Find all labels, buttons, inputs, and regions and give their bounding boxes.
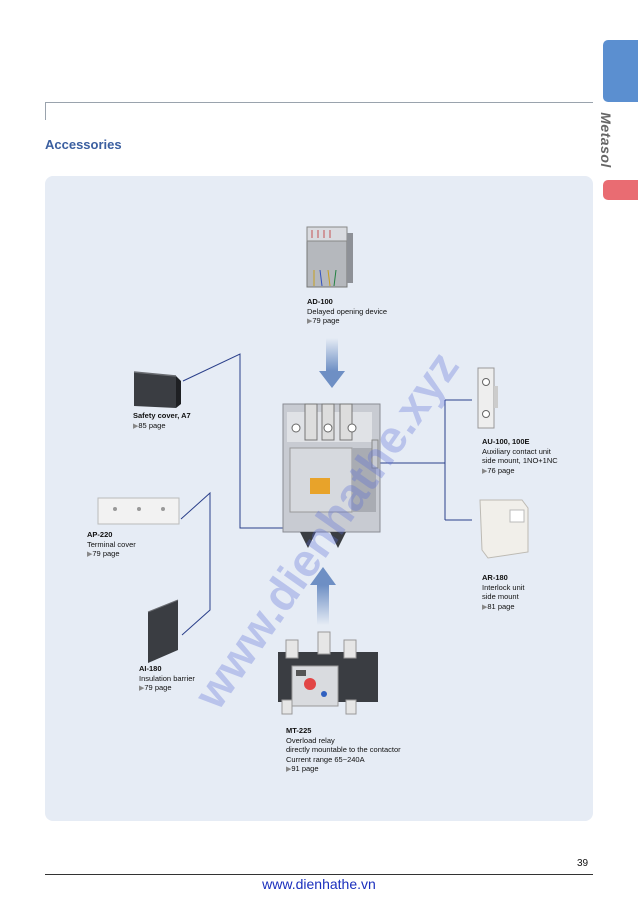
contactor-image (282, 403, 381, 548)
header-tick (45, 102, 46, 120)
ad100-image (306, 226, 353, 288)
page-title: Accessories (45, 137, 122, 152)
a7-page-link[interactable]: 85 page (138, 420, 166, 430)
mt225-image (278, 631, 378, 715)
au100-page-link[interactable]: 76 page (487, 465, 515, 475)
mt225-label: MT-225 Overload relay directly mountable… (286, 726, 401, 773)
ai180-name: AI-180 (139, 664, 162, 673)
ap220-image (97, 497, 180, 525)
a7-name: Safety cover, A7 (133, 411, 191, 420)
a7-label: Safety cover, A7 ▶85 page (133, 411, 191, 430)
mt225-desc-2: directly mountable to the contactor (286, 745, 401, 754)
mt225-desc-3: Current range 65~240A (286, 754, 365, 764)
ai180-image (147, 599, 179, 663)
page-number: 39 (577, 858, 589, 869)
au100-desc-1: Auxiliary contact unit (482, 446, 551, 456)
side-tab-red (603, 180, 638, 200)
footer-url-link[interactable]: www.dienhathe.vn (262, 876, 376, 892)
ad100-page-link[interactable]: 79 page (312, 316, 340, 325)
ai180-label: AI-180 Insulation barrier ▶79 page (139, 664, 195, 692)
au100-label: AU-100, 100E Auxiliary contact unit side… (482, 437, 558, 475)
ar180-label: AR-180 Interlock unit side mount ▶81 pag… (482, 573, 525, 611)
ap220-page-link[interactable]: 79 page (92, 549, 120, 558)
ap220-name: AP-220 (87, 530, 113, 539)
connector-lines (180, 353, 472, 636)
arrow-down-icon (319, 338, 345, 388)
ar180-page-link[interactable]: 81 page (487, 601, 515, 611)
au100-name: AU-100, 100E (482, 437, 530, 446)
ar180-image (479, 499, 529, 559)
ad100-label: AD-100 Delayed opening device ▶79 page (307, 297, 388, 325)
mt225-name: MT-225 (286, 726, 312, 735)
ap220-label: AP-220 Terminal cover ▶79 page (87, 530, 136, 558)
au100-image (477, 367, 498, 429)
ar180-name: AR-180 (482, 573, 508, 582)
au100-desc-2: side mount, 1NO+1NC (482, 456, 558, 465)
ai180-page-link[interactable]: 79 page (144, 683, 172, 692)
ar180-desc-2: side mount (482, 592, 519, 601)
header-rule (45, 102, 593, 103)
ai180-desc: Insulation barrier (139, 673, 195, 683)
side-tab-blue (603, 40, 638, 102)
ad100-name: AD-100 (307, 297, 333, 306)
footer-rule (45, 874, 593, 875)
arrow-up-icon (310, 567, 336, 625)
ar180-desc-1: Interlock unit (482, 582, 525, 592)
ad100-desc: Delayed opening device (307, 306, 388, 316)
ap220-desc: Terminal cover (87, 539, 136, 549)
mt225-desc-1: Overload relay (286, 735, 335, 745)
a7-image (133, 371, 181, 408)
mt225-page-link[interactable]: 91 page (291, 764, 319, 773)
